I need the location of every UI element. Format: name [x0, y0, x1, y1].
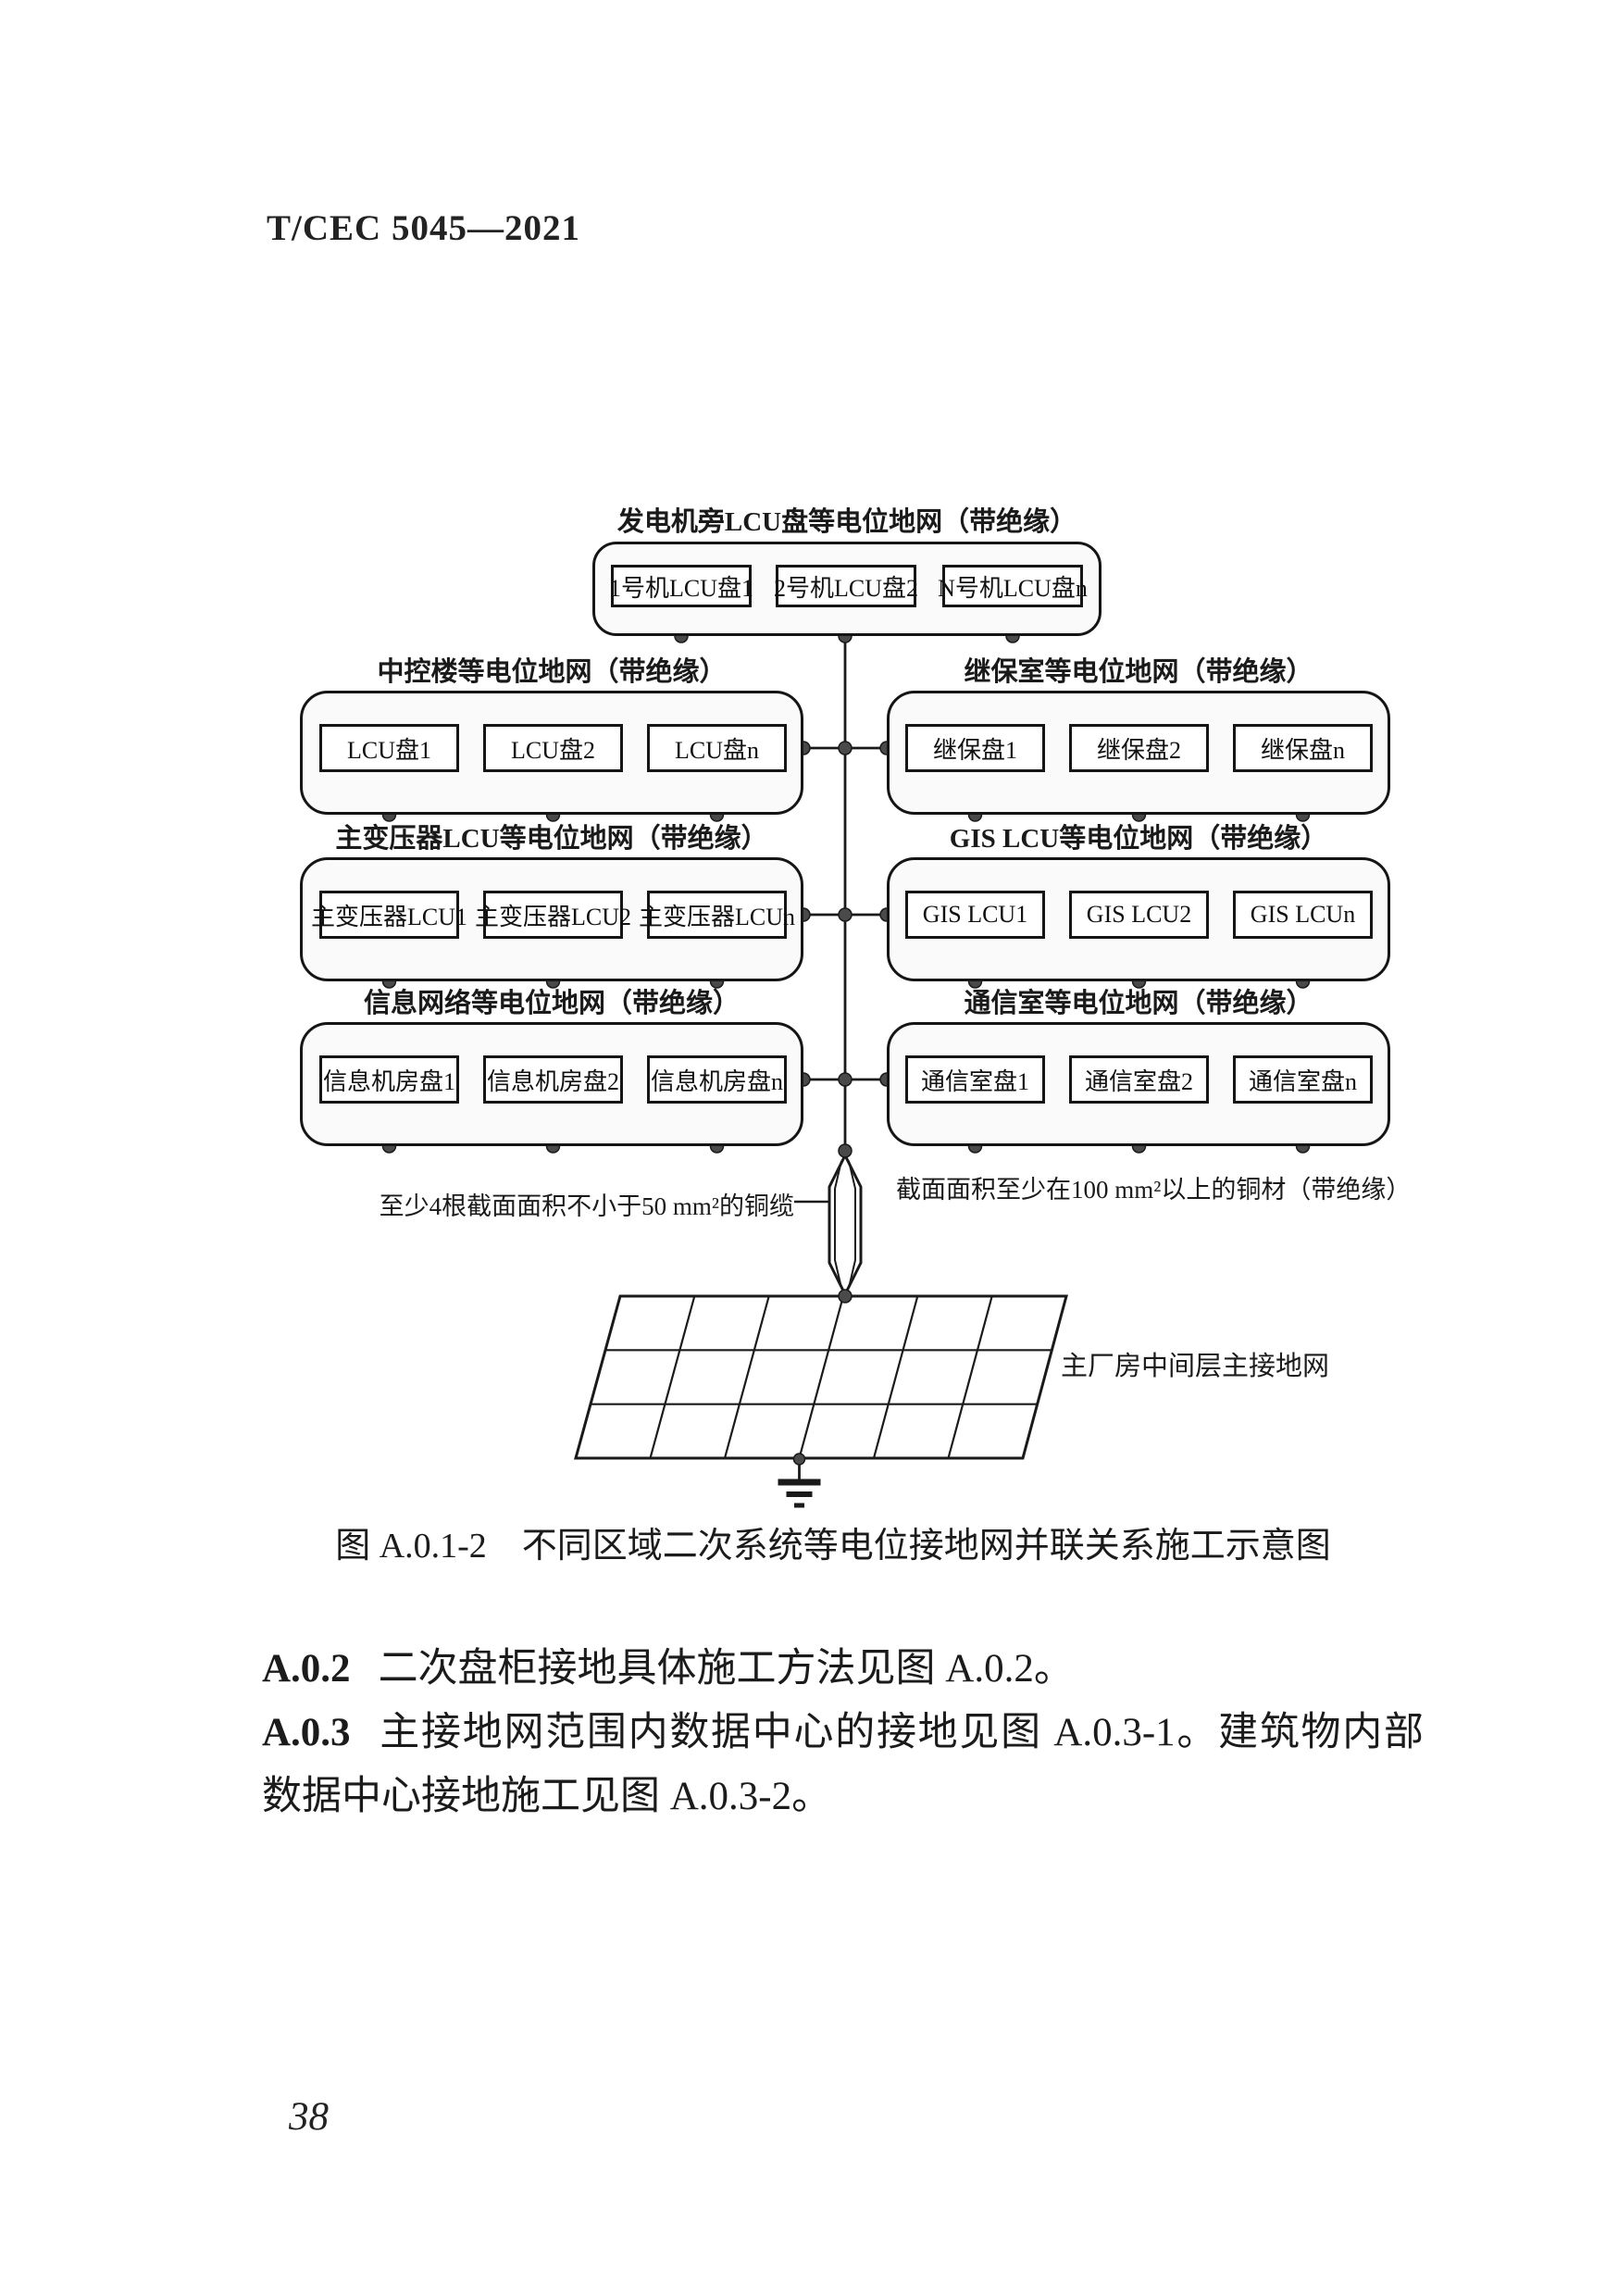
device-box: 继保盘1: [905, 724, 1045, 772]
clause-text: 主接地网范围内数据中心的接地见图 A.0.3-1。建筑物内部数据中心接地施工见图…: [262, 1711, 1424, 1818]
device-box: 信息机房盘1: [319, 1055, 459, 1104]
device-box: 通信室盘2: [1069, 1055, 1209, 1104]
cable-bundle-inner: [848, 1160, 856, 1289]
device-box: 通信室盘1: [905, 1055, 1045, 1104]
device-box: 通信室盘n: [1233, 1055, 1373, 1104]
page-number: 38: [289, 2095, 329, 2139]
cable-note-right: 截面面积至少在100 mm²以上的铜材（带绝缘）: [896, 1176, 1412, 1204]
device-box: GIS LCU2: [1069, 891, 1209, 939]
device-box: 1号机LCU盘1: [609, 565, 753, 607]
device-box: GIS LCU1: [905, 891, 1045, 939]
main-grid-label: 主厂房中间层主接地网: [1061, 1352, 1330, 1381]
group-title-communication-room: 通信室等电位地网（带绝缘）: [964, 989, 1313, 1018]
group-title-gis-lcu: GIS LCU等电位地网（带绝缘）: [949, 824, 1328, 854]
group-title-info-network: 信息网络等电位地网（带绝缘）: [363, 989, 740, 1018]
device-box: LCU盘n: [647, 724, 787, 772]
clause-text: 二次盘柜接地具体施工方法见图 A.0.2。: [378, 1647, 1074, 1691]
ground-grid: [574, 1294, 1068, 1460]
group-title-generator-lcu: 发电机旁LCU盘等电位地网（带绝缘）: [616, 507, 1077, 537]
group-title-control-building: 中控楼等电位地网（带绝缘）: [377, 657, 727, 687]
device-box: 2号机LCU盘2: [774, 565, 918, 607]
device-box: GIS LCUn: [1233, 891, 1373, 939]
earth-symbol-icon: [778, 1460, 821, 1508]
device-box: 主变压器LCU2: [475, 891, 631, 939]
clause-number: A.0.2: [262, 1647, 351, 1691]
device-box: LCU盘1: [319, 724, 459, 772]
paragraph-a02: A.0.2 二次盘柜接地具体施工方法见图 A.0.2。: [262, 1637, 1424, 1701]
device-box: 信息机房盘2: [483, 1055, 623, 1104]
group-title-main-transformer: 主变压器LCU等电位地网（带绝缘）: [335, 824, 768, 854]
device-box: 主变压器LCU1: [311, 891, 467, 939]
device-box: 继保盘2: [1069, 724, 1209, 772]
device-box: 继保盘n: [1233, 724, 1373, 772]
device-box: 主变压器LCUn: [639, 891, 795, 939]
cable-bundle-inner: [834, 1160, 842, 1289]
standard-number-header: T/CEC 5045—2021: [267, 208, 580, 248]
group-title-relay-room: 继保室等电位地网（带绝缘）: [964, 657, 1313, 687]
device-box: 信息机房盘n: [647, 1055, 787, 1104]
figure-caption: 图 A.0.1-2 不同区域二次系统等电位接地网并联关系施工示意图: [335, 1527, 1331, 1566]
device-box: LCU盘2: [483, 724, 623, 772]
clause-number: A.0.3: [262, 1711, 351, 1754]
cable-note-left: 至少4根截面面积不小于50 mm²的铜缆: [379, 1192, 794, 1220]
device-box: N号机LCU盘n: [938, 565, 1088, 607]
